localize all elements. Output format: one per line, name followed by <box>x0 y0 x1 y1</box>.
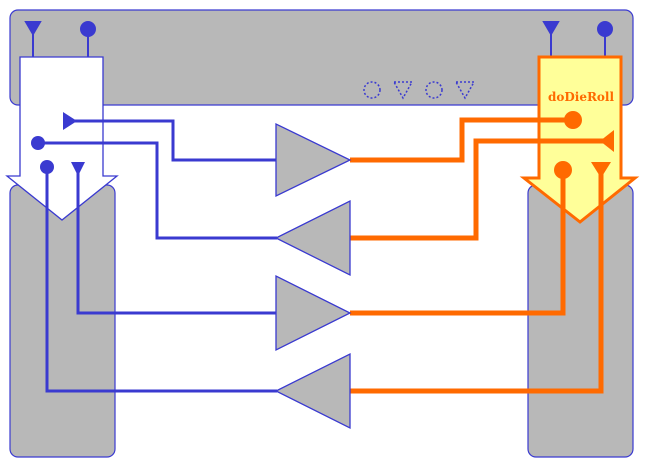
blue-connector-ends <box>31 112 85 176</box>
buffer-left-triangle <box>274 352 351 430</box>
buffers <box>274 122 352 430</box>
port-circle-icon <box>40 160 54 174</box>
port-circle-icon <box>597 21 613 37</box>
port-circle-icon <box>363 81 381 99</box>
port-triangle-icon <box>600 130 614 152</box>
buffer-right-triangle <box>275 122 352 198</box>
blue-connectors <box>38 119 277 393</box>
buffer-right-triangle <box>275 274 352 352</box>
port-triangle-icon <box>24 21 42 36</box>
port-triangle-icon <box>591 162 611 178</box>
buffer-left-triangle <box>274 199 351 277</box>
left-frame-column <box>9 184 116 458</box>
port-triangle-icon <box>542 21 560 36</box>
orange-connectors <box>350 117 604 394</box>
dashed-port-legend <box>363 81 476 100</box>
port-circle-icon <box>425 81 443 99</box>
top-frame-bar <box>9 9 634 106</box>
right-frame-column <box>527 184 634 458</box>
port-circle-icon <box>564 111 582 129</box>
top-right-ports <box>542 21 613 58</box>
orange-connector-ends <box>554 111 614 179</box>
port-circle-icon <box>554 161 572 179</box>
port-triangle-icon <box>63 112 77 130</box>
block-label: doDieRoll <box>548 90 615 104</box>
top-left-ports <box>24 21 96 58</box>
port-triangle-icon <box>71 162 85 176</box>
port-circle-icon <box>31 136 45 150</box>
port-circle-icon <box>80 21 96 37</box>
port-triangle-icon <box>392 81 414 100</box>
left-interface-arrow <box>5 56 119 221</box>
port-triangle-icon <box>454 81 476 100</box>
